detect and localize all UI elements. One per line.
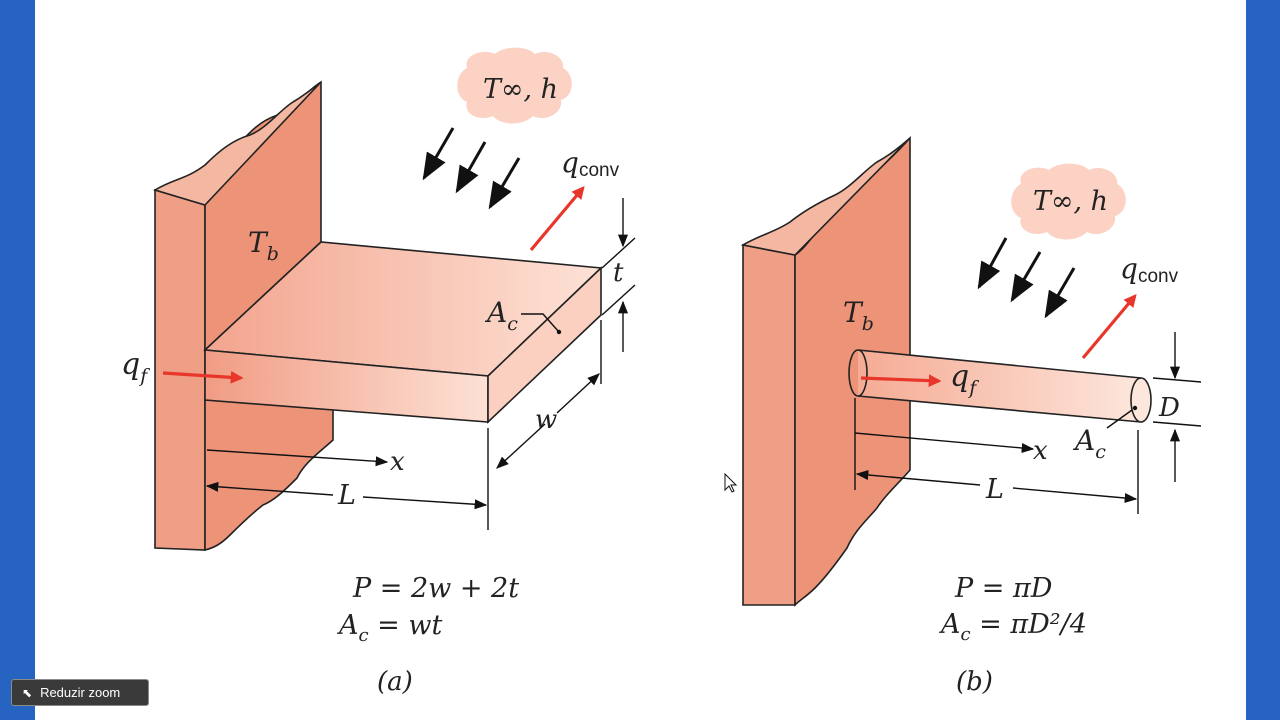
L-label-a: L <box>337 480 356 511</box>
thickness-dimension-a <box>601 198 636 352</box>
env-label-a: T∞, h <box>483 74 558 105</box>
t-label-a: t <box>613 258 624 288</box>
zoom-out-label: Reduzir zoom <box>40 685 121 700</box>
fin-a-end-face <box>487 266 602 424</box>
rod-b-tip-end <box>1130 377 1152 423</box>
fin-diagram-svg: T∞, h qconv Tb qf Ac <box>121 47 1202 697</box>
x-axis-b <box>854 432 1035 454</box>
arrow-back-icon: ⬉ <box>22 685 33 700</box>
ac-label-b: Ac <box>1072 424 1106 463</box>
blue-frame-right <box>1246 0 1280 720</box>
q-f-arrow-a <box>162 370 244 384</box>
zoom-out-button[interactable]: ⬉ Reduzir zoom <box>11 679 149 706</box>
length-dimension-b <box>855 430 1139 514</box>
wall-b-front-face <box>742 244 796 606</box>
mouse-cursor-icon <box>724 472 738 493</box>
rod-b-top-edge <box>857 349 1142 379</box>
eq-area-b: Ac = πD²/4 <box>938 609 1087 645</box>
tb-label-a: Tb <box>248 226 279 265</box>
incoming-flow-arrows-b <box>977 237 1076 319</box>
w-label-a: w <box>535 405 557 435</box>
diameter-dimension-b <box>1152 332 1202 482</box>
q-f-arrow-b <box>860 374 942 388</box>
cloud-b <box>1011 163 1126 240</box>
caption-b: (b) <box>956 667 993 697</box>
incoming-flow-arrows-a <box>422 127 521 210</box>
figure-a: T∞, h qconv Tb qf Ac <box>121 47 636 697</box>
qf-label-a: qf <box>121 347 150 387</box>
wall-a-front-face <box>154 188 206 551</box>
q-conv-arrow-b <box>1081 294 1137 360</box>
q-conv-arrow-a <box>529 186 585 252</box>
L-label-b: L <box>985 474 1004 505</box>
q-conv-label-b: qconv <box>1120 252 1179 287</box>
rod-b-bottom-edge <box>857 395 1142 423</box>
x-label-a: x <box>390 447 405 477</box>
eq-perimeter-a: P = 2w + 2t <box>352 573 519 604</box>
eq-area-a: Ac = wt <box>336 610 442 646</box>
rod-b-body <box>858 350 1140 422</box>
eq-perimeter-b: P = πD <box>954 573 1053 604</box>
rod-b-base-end <box>848 349 868 397</box>
ac-leader-b <box>1106 409 1133 429</box>
ac-leader-a <box>521 313 560 333</box>
x-label-b: x <box>1033 436 1048 466</box>
blue-frame-left <box>0 0 35 720</box>
ac-point-b <box>1132 405 1138 411</box>
wall-a-side-face-lower <box>204 399 334 552</box>
wall-b-broken-top <box>740 137 911 256</box>
length-dimension-a <box>205 470 489 530</box>
caption-a: (a) <box>377 667 413 697</box>
cloud-a <box>457 47 572 124</box>
wall-a-broken-top <box>153 81 322 206</box>
x-axis-a <box>206 449 389 467</box>
tb-label-b: Tb <box>843 296 874 335</box>
env-label-b: T∞, h <box>1033 186 1108 217</box>
diagram-canvas: T∞, h qconv Tb qf Ac <box>35 0 1246 720</box>
D-label-b: D <box>1158 393 1180 423</box>
ac-label-a: Ac <box>484 296 518 335</box>
width-dimension-a <box>487 320 602 470</box>
figure-b: T∞, h qconv Tb qf Ac D <box>740 135 1202 697</box>
q-conv-label-a: qconv <box>561 146 620 181</box>
qf-label-b: qf <box>950 359 979 399</box>
ac-point-a <box>556 329 562 335</box>
